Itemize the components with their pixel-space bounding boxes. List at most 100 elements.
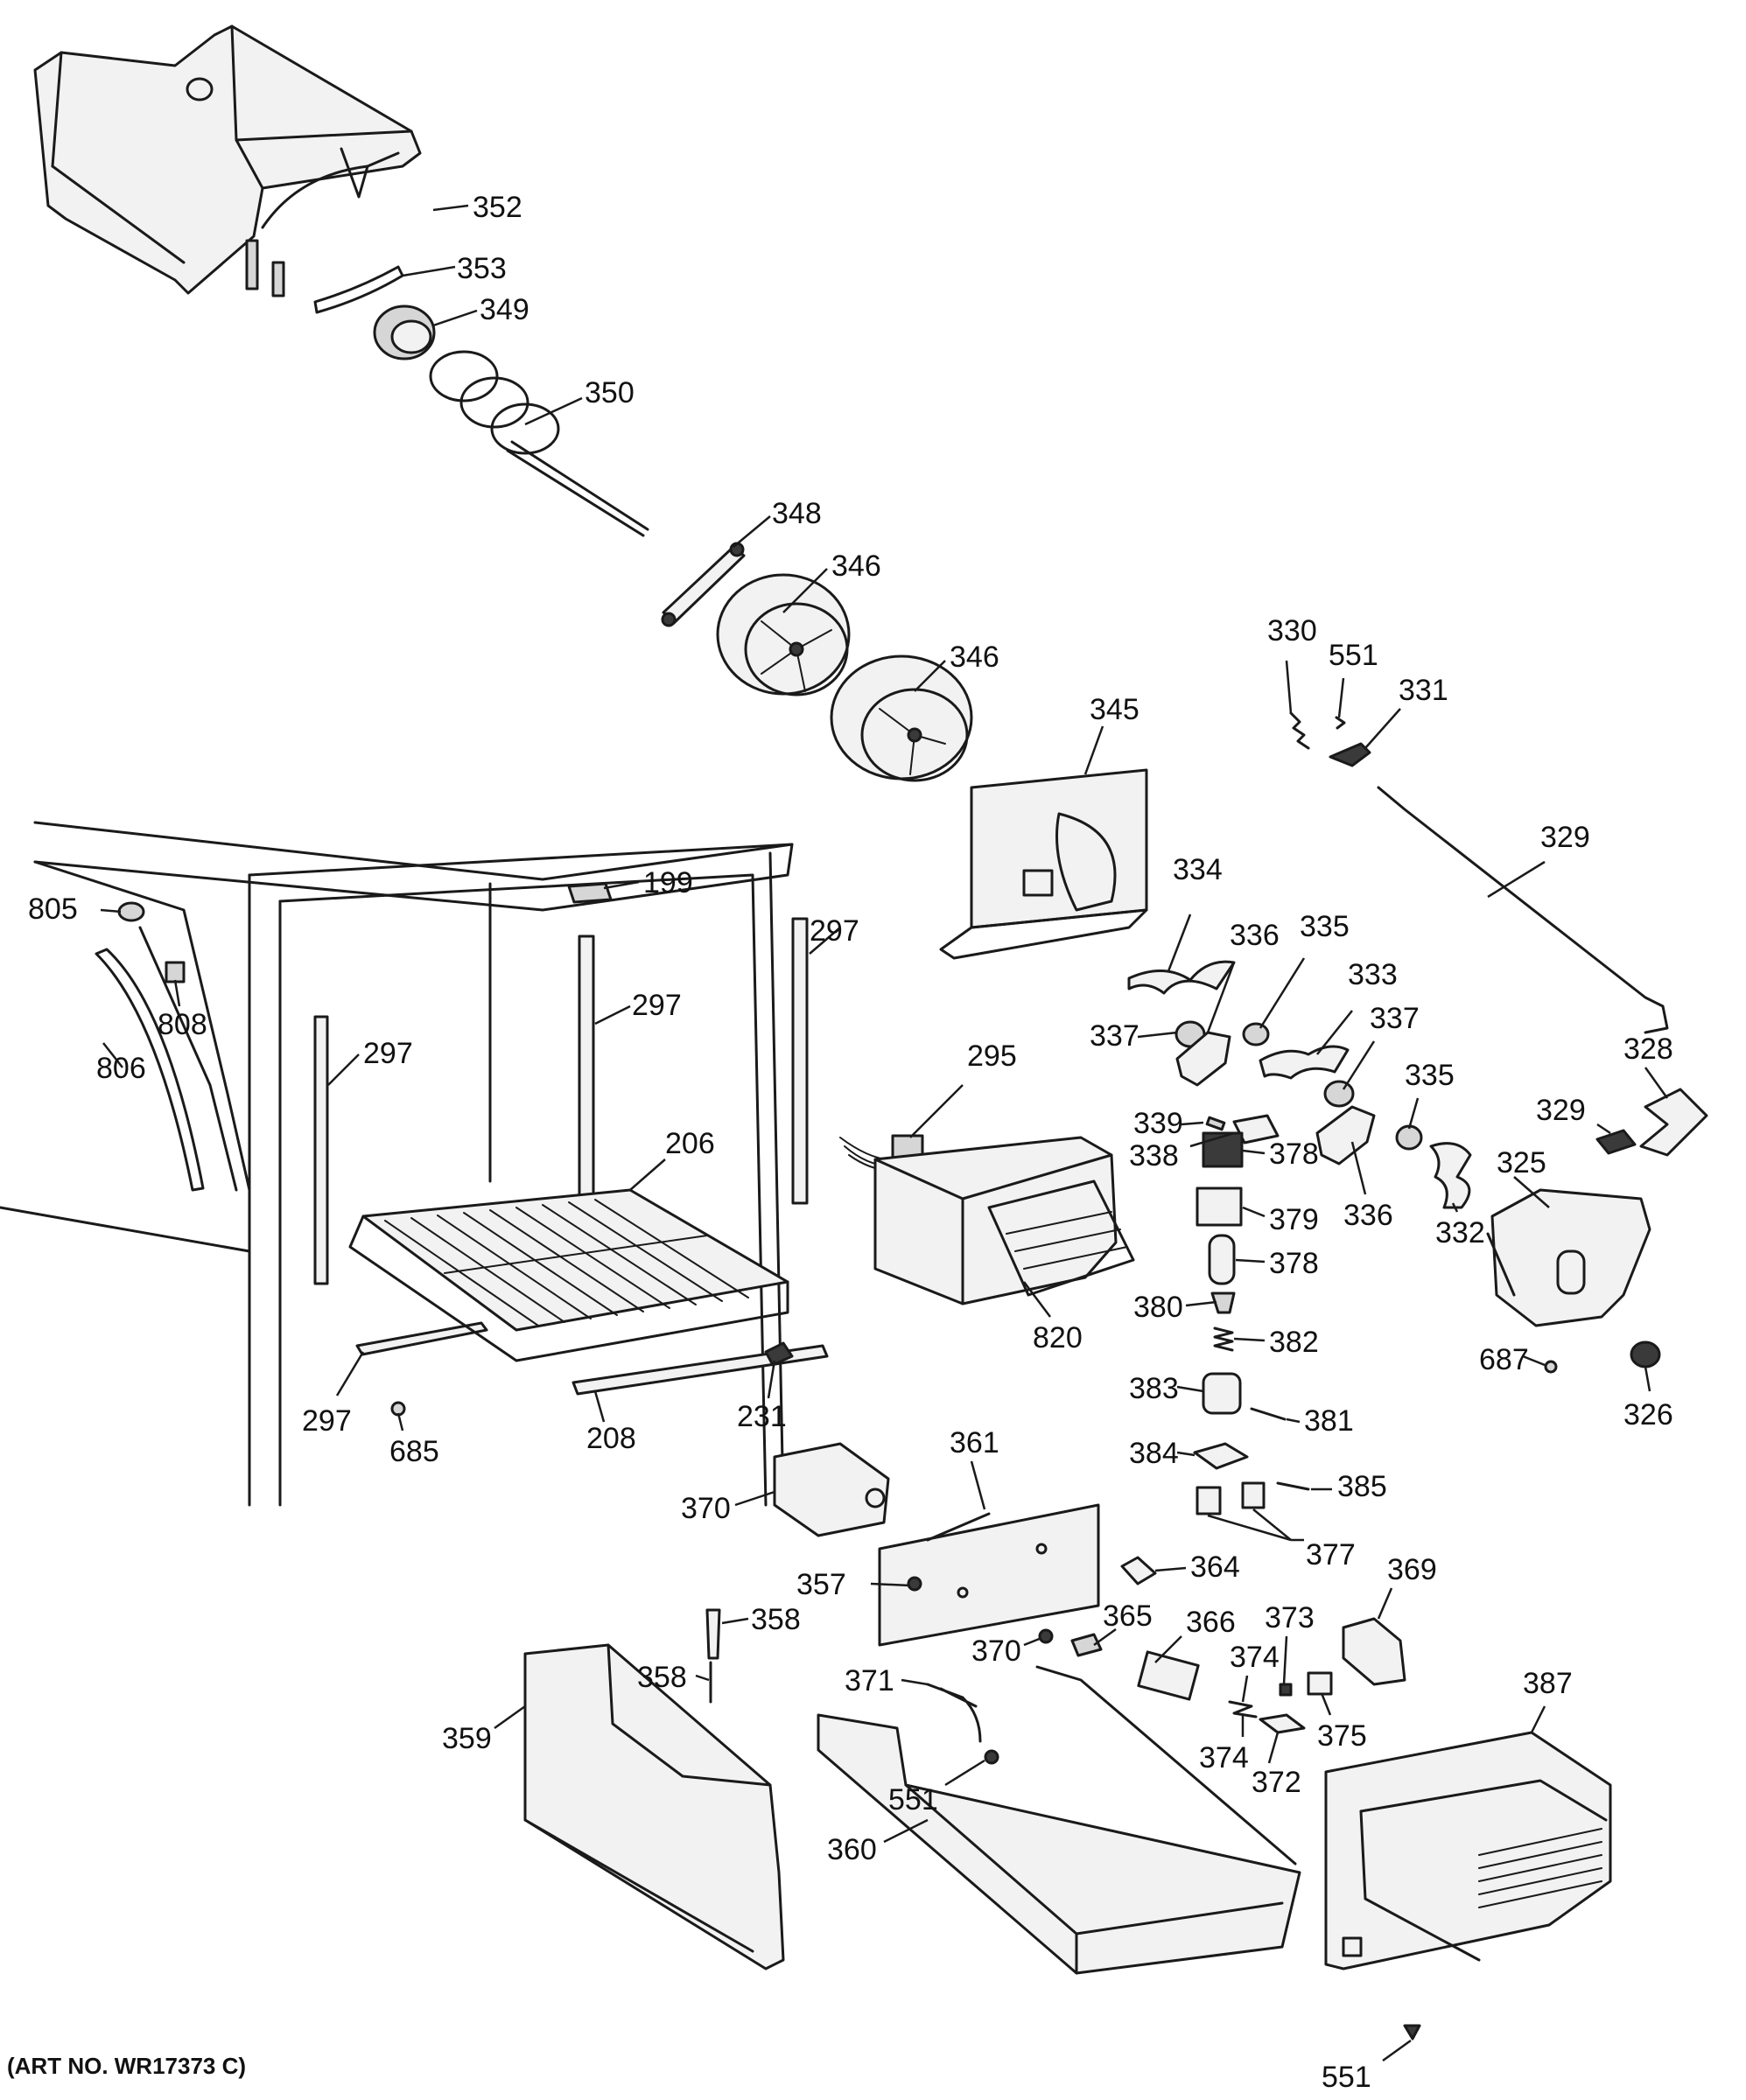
part-label: 808 — [158, 1008, 207, 1041]
part-label: 378 — [1269, 1138, 1319, 1171]
plunger-part-2 — [1259, 1713, 1306, 1734]
bracket-part-2 — [1241, 1481, 1266, 1509]
bracket-part-3 — [1342, 1617, 1406, 1686]
harness-part-2 — [926, 1683, 982, 1743]
bracket-part-1 — [1196, 1486, 1222, 1516]
front-plate-part — [939, 768, 1148, 960]
screw-part-7 — [1403, 2024, 1421, 2040]
part-label: 297 — [632, 989, 682, 1022]
rod-part — [1377, 786, 1669, 1034]
front-rail-part — [571, 1344, 829, 1396]
part-label: 360 — [827, 1833, 877, 1866]
part-label: 551 — [888, 1783, 938, 1816]
part-label: 374 — [1230, 1641, 1280, 1674]
part-label: 365 — [1103, 1600, 1153, 1633]
part-label: 329 — [1540, 821, 1590, 854]
part-label: 370 — [681, 1492, 731, 1525]
spring-part — [1289, 711, 1310, 750]
auger-clip-part — [661, 542, 746, 627]
part-label: 346 — [950, 640, 999, 674]
part-number-labels: 352 353 349 350 348 346 346 345 330 551 … — [28, 191, 1673, 2094]
wire-shelf-part — [348, 1188, 789, 1362]
solenoid-housing-part — [1202, 1372, 1242, 1415]
front-panel-part — [523, 1643, 785, 1970]
bushing-part-2 — [1323, 1080, 1355, 1108]
part-label: 339 — [1133, 1107, 1183, 1140]
part-label: 337 — [1370, 1002, 1420, 1035]
screw-part-5 — [1038, 1628, 1054, 1644]
part-label: 551 — [1322, 2061, 1371, 2094]
small-screw-part — [1335, 716, 1346, 730]
part-label: 345 — [1090, 693, 1139, 726]
control-bracket-part — [878, 1503, 1100, 1647]
lever-part — [1329, 742, 1371, 767]
retainer-arc-part — [313, 265, 404, 314]
cam-part-1 — [1127, 960, 1236, 995]
bottom-tray-part — [817, 1665, 1301, 1975]
cam-part-3 — [1429, 1142, 1472, 1209]
screw-part-2 — [1544, 1360, 1558, 1374]
gear-part — [1630, 1340, 1661, 1368]
cam-part-2 — [1259, 1045, 1350, 1080]
shelf-support-part-2 — [578, 934, 595, 1205]
ice-maker-assembly-part — [873, 1136, 1135, 1306]
part-label: 325 — [1497, 1146, 1546, 1180]
part-label: 295 — [967, 1040, 1017, 1073]
shelf-support-part-1 — [313, 1015, 329, 1285]
motor-housing-part — [1486, 1188, 1651, 1327]
part-label: 384 — [1129, 1437, 1179, 1470]
part-label: 551 — [1329, 639, 1378, 672]
part-label: 382 — [1269, 1326, 1319, 1359]
part-label: 338 — [1129, 1139, 1179, 1172]
part-label: 364 — [1190, 1550, 1240, 1584]
pin-part — [1205, 1116, 1226, 1131]
cover-part — [1137, 1650, 1200, 1701]
part-label: 374 — [1199, 1741, 1249, 1774]
part-label: 387 — [1523, 1667, 1573, 1700]
block-part — [1196, 1186, 1243, 1227]
pin-part-2 — [1250, 1407, 1287, 1421]
part-label: 328 — [1623, 1032, 1673, 1066]
crusher-drum-part-2 — [830, 654, 973, 782]
part-label: 378 — [1269, 1247, 1319, 1280]
part-label: 377 — [1306, 1538, 1356, 1572]
part-label: 375 — [1317, 1719, 1367, 1753]
bearing-part — [373, 304, 436, 360]
block-part-2 — [1595, 1129, 1637, 1155]
timer-motor-part — [773, 1442, 890, 1537]
part-label: 820 — [1033, 1321, 1083, 1354]
part-label: 297 — [302, 1404, 352, 1438]
part-label: 357 — [796, 1568, 846, 1601]
part-label: 349 — [480, 293, 529, 326]
part-label: 330 — [1267, 614, 1317, 648]
cap-part — [165, 961, 186, 984]
arm-part — [1639, 1088, 1708, 1157]
part-label: 371 — [845, 1664, 894, 1698]
screw-part — [390, 1401, 406, 1417]
spring-part-3 — [1228, 1700, 1258, 1718]
part-label: 369 — [1387, 1553, 1437, 1586]
part-label: 352 — [473, 191, 522, 224]
part-label: 335 — [1405, 1059, 1455, 1092]
part-label: 231 — [737, 1400, 787, 1433]
switch-part-2 — [1307, 1671, 1333, 1696]
part-label: 333 — [1348, 958, 1398, 991]
part-label: 373 — [1265, 1601, 1315, 1634]
crusher-drum-part-1 — [716, 573, 851, 696]
part-label: 348 — [772, 497, 822, 530]
washer-part-1 — [1242, 1022, 1270, 1046]
part-label: 359 — [442, 1722, 492, 1755]
screw-part-3 — [907, 1576, 922, 1592]
contact-part — [1279, 1683, 1293, 1697]
part-label: 208 — [586, 1422, 636, 1455]
part-label: 687 — [1479, 1343, 1529, 1376]
ice-bucket-part — [33, 24, 422, 298]
trim-strip-part — [95, 948, 205, 1192]
clip-part — [764, 1341, 794, 1367]
part-label: 337 — [1090, 1019, 1139, 1053]
light-socket-part — [567, 882, 613, 904]
part-label: 353 — [457, 252, 507, 285]
part-label: 380 — [1133, 1291, 1183, 1324]
part-label: 385 — [1337, 1470, 1387, 1503]
washer-part-2 — [1395, 1124, 1423, 1151]
